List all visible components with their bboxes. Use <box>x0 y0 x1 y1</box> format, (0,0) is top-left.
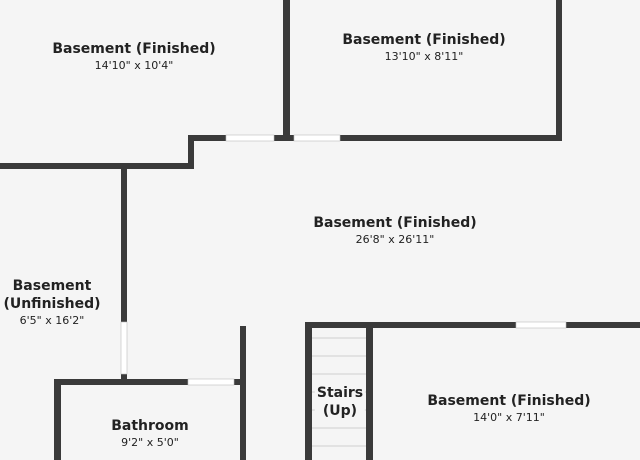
room-name-line2: (Up) <box>322 403 358 419</box>
door-opening-upper-left <box>225 134 275 142</box>
wall-unfinished-room-right <box>121 169 127 381</box>
room-name: Basement (Finished) <box>313 215 477 231</box>
room-name-line2: (Unfinished) <box>3 296 101 312</box>
room-name-line1: Basement <box>12 278 92 294</box>
wall-bathroom-left <box>54 379 61 460</box>
wall-bathroom-top <box>54 379 246 385</box>
room-name: Basement (Finished) <box>342 32 506 48</box>
room-dimensions: 14'10" x 10'4" <box>94 59 174 72</box>
room-name: Basement (Finished) <box>52 41 216 57</box>
room-basement-unfinished: Basement (Unfinished) 6'5" x 16'2" <box>3 277 100 328</box>
room-name: Basement (Finished) <box>427 393 591 409</box>
room-basement-main: Basement (Finished) 26'8" x 26'11" <box>313 214 476 247</box>
room-dimensions: 13'10" x 8'11" <box>384 50 464 63</box>
room-dimensions: 9'2" x 5'0" <box>121 436 179 449</box>
room-name: Bathroom <box>111 418 189 434</box>
door-opening-unfinished <box>120 321 128 375</box>
room-bathroom: Bathroom 9'2" x 5'0" <box>111 417 189 450</box>
room-name-line1: Stairs <box>316 385 364 401</box>
room-basement-bottom-right: Basement (Finished) 14'0" x 7'11" <box>427 392 590 425</box>
wall-top-left-room-bottom <box>0 163 192 169</box>
wall-bathroom-right <box>240 326 246 460</box>
room-dimensions: 26'8" x 26'11" <box>355 233 435 246</box>
wall-stairs-right <box>366 322 373 460</box>
wall-step-vertical <box>188 135 194 169</box>
wall-upper-corridor <box>188 135 562 141</box>
wall-stairs-top <box>305 322 373 328</box>
wall-top-right-room-right <box>556 0 562 141</box>
room-dimensions: 14'0" x 7'11" <box>473 411 545 424</box>
room-dimensions: 6'5" x 16'2" <box>19 314 85 327</box>
wall-bottom-right-room-top <box>366 322 640 328</box>
room-basement-top-right: Basement (Finished) 13'10" x 8'11" <box>342 31 505 64</box>
room-stairs: Stairs (Up) <box>314 384 366 420</box>
door-opening-bottom-right <box>515 321 567 329</box>
room-basement-top-left: Basement (Finished) 14'10" x 10'4" <box>52 40 215 73</box>
door-opening-bathroom <box>187 378 235 386</box>
wall-top-right-room-left <box>283 0 290 141</box>
wall-stairs-left <box>305 322 312 460</box>
door-opening-upper-right <box>293 134 341 142</box>
